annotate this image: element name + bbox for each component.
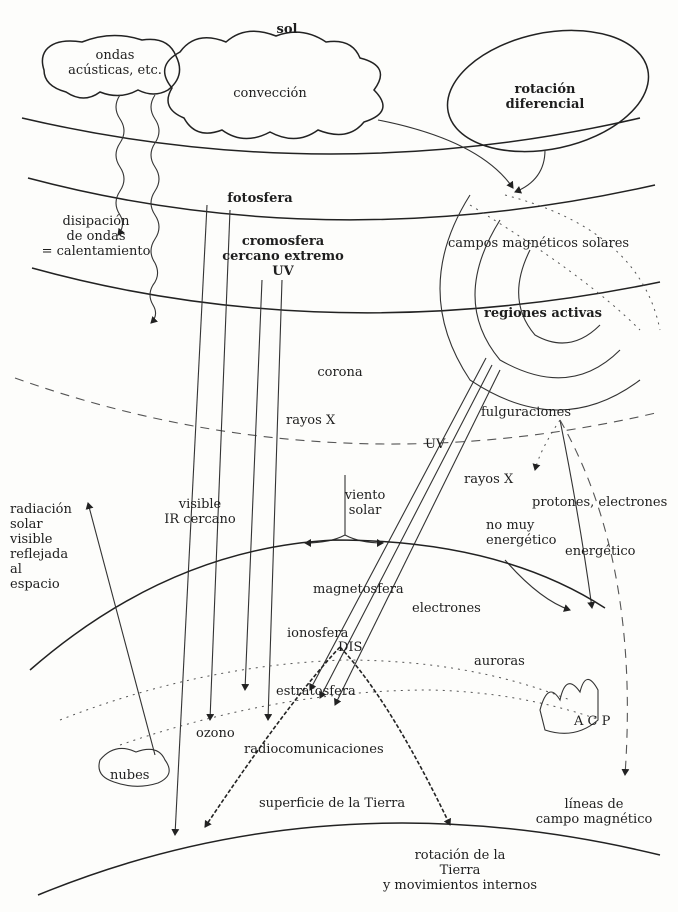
acp-label: A C P bbox=[574, 714, 610, 729]
earth-surface-arc bbox=[38, 823, 660, 895]
visible-ray-2 bbox=[210, 210, 230, 720]
flare-xray-label: rayos X bbox=[464, 472, 513, 487]
sun-outer-arc bbox=[22, 118, 640, 154]
particle-stream-1 bbox=[535, 420, 560, 470]
reflected-radiation-arrow bbox=[88, 503, 155, 755]
low-energy-label: no muy energético bbox=[486, 518, 556, 548]
convection-label: convección bbox=[200, 86, 340, 101]
sun-label: sol bbox=[267, 22, 307, 37]
magnetosphere-arc bbox=[30, 540, 605, 670]
particle-stream-4 bbox=[505, 560, 570, 610]
chromosphere-label: cromosfera cercano extremo UV bbox=[218, 234, 348, 279]
conv-to-fields-arrow bbox=[378, 120, 513, 188]
energetic-label: energético bbox=[565, 544, 635, 559]
active-regions-label: regiones activas bbox=[484, 306, 602, 321]
dissipation-wave-right bbox=[150, 95, 159, 323]
ionosphere-label: ionosfera bbox=[287, 626, 348, 641]
clouds-label: nubes bbox=[110, 768, 149, 783]
solar-magnetic-fields-label: campos magnéticos solares bbox=[448, 236, 629, 251]
dissipation-label: disipación de ondas = calentamiento bbox=[26, 214, 166, 259]
radio-communications-label: radiocomunicaciones bbox=[244, 742, 384, 757]
magnetosphere-label: magnetosfera bbox=[313, 582, 404, 597]
protons-electrons-label: protones, electrones bbox=[532, 495, 667, 510]
electrons-label: electrones bbox=[412, 601, 481, 616]
uv-label: UV bbox=[425, 437, 445, 452]
stratosphere-label: estratosfera bbox=[276, 684, 356, 699]
corona-label: corona bbox=[300, 365, 380, 380]
uv-ray-2 bbox=[268, 280, 282, 720]
reflected-radiation-label: radiación solar visible reflejada al esp… bbox=[10, 502, 72, 592]
ionosphere-arc bbox=[120, 690, 600, 745]
earth-rotation-label: rotación de la Tierra y movimientos inte… bbox=[380, 848, 540, 893]
solar-wind-label: viento solar bbox=[330, 488, 400, 518]
earth-surface-label: superficie de la Tierra bbox=[259, 796, 405, 811]
ozone-label: ozono bbox=[196, 726, 235, 741]
visible-ir-label: visible IR cercano bbox=[150, 497, 250, 527]
photosphere-label: fotosfera bbox=[210, 191, 310, 206]
particle-stream-2 bbox=[560, 420, 592, 608]
uv-ray-1 bbox=[245, 280, 262, 690]
dis-label: DIS bbox=[338, 640, 362, 655]
differential-rotation-label: rotación diferencial bbox=[480, 82, 610, 112]
rot-to-fields-arrow bbox=[515, 150, 545, 192]
convection-cloud bbox=[165, 31, 383, 138]
flares-label: fulguraciones bbox=[481, 405, 571, 420]
auroras-label: auroras bbox=[474, 654, 525, 669]
corona-xray-label: rayos X bbox=[286, 413, 335, 428]
acoustic-waves-label: ondas acústicas, etc. bbox=[45, 48, 185, 78]
magnetic-field-lines-label: líneas de campo magnético bbox=[534, 797, 654, 827]
